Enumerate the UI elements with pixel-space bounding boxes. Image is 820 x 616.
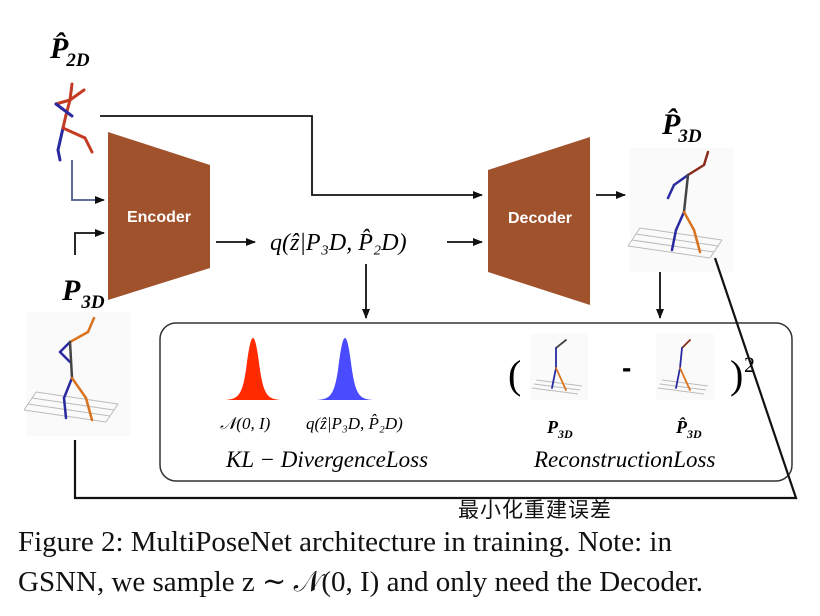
p3d-input-label: P3D [61,274,105,313]
minus-sign: - [622,352,631,383]
recon-p3d-hat-label: P̂3D [675,417,702,441]
posterior-label: q(ẑ|P₃D, P̂₂D) [270,229,407,256]
posterior-distribution-label: q(ẑ|P₃D, P̂₂D) [306,414,403,433]
p2d-hat-label: P̂2D [49,32,90,71]
recon-pose-p3d-hat [656,334,714,400]
pose-2d-figure [54,82,94,162]
p3d-hat-output-label: P̂3D [661,108,702,147]
figure-caption: Figure 2: MultiPoseNet architecture in t… [18,522,808,602]
recon-pose-p3d [530,334,588,400]
arrow-p2d-skip-to-decoder [100,115,483,199]
decoder-label: Decoder [508,210,572,227]
caption-line-1: Figure 2: MultiPoseNet architecture in t… [18,526,672,558]
loss-box [159,322,793,482]
squared-exponent: 2 [744,352,755,377]
arrow-p3d-to-encoder [74,229,105,255]
kl-divergence-loss-label: KL − DivergenceLoss [225,447,428,472]
arrow-p2d-to-encoder [71,160,105,204]
caption-line-2: GSNN, we sample z ∼ 𝒩(0, I) and only nee… [18,566,704,598]
posterior-distribution-plot [314,338,376,400]
pose-3d-input-figure [23,312,130,436]
decoder-block [488,137,590,305]
pose-3d-output-figure [627,148,734,272]
encoder-block [108,132,210,300]
normal-distribution-label: 𝒩(0, I) [220,414,271,433]
reconstruction-loss-label: ReconstructionLoss [533,447,715,472]
close-paren: ) [730,352,743,397]
annotation-underline-path [73,257,798,500]
recon-p3d-label: P3D [546,417,573,441]
open-paren: ( [508,352,521,397]
encoder-label: Encoder [127,209,191,226]
handwritten-annotation: 最小化重建误差 [458,498,612,522]
normal-distribution-plot [222,338,284,400]
